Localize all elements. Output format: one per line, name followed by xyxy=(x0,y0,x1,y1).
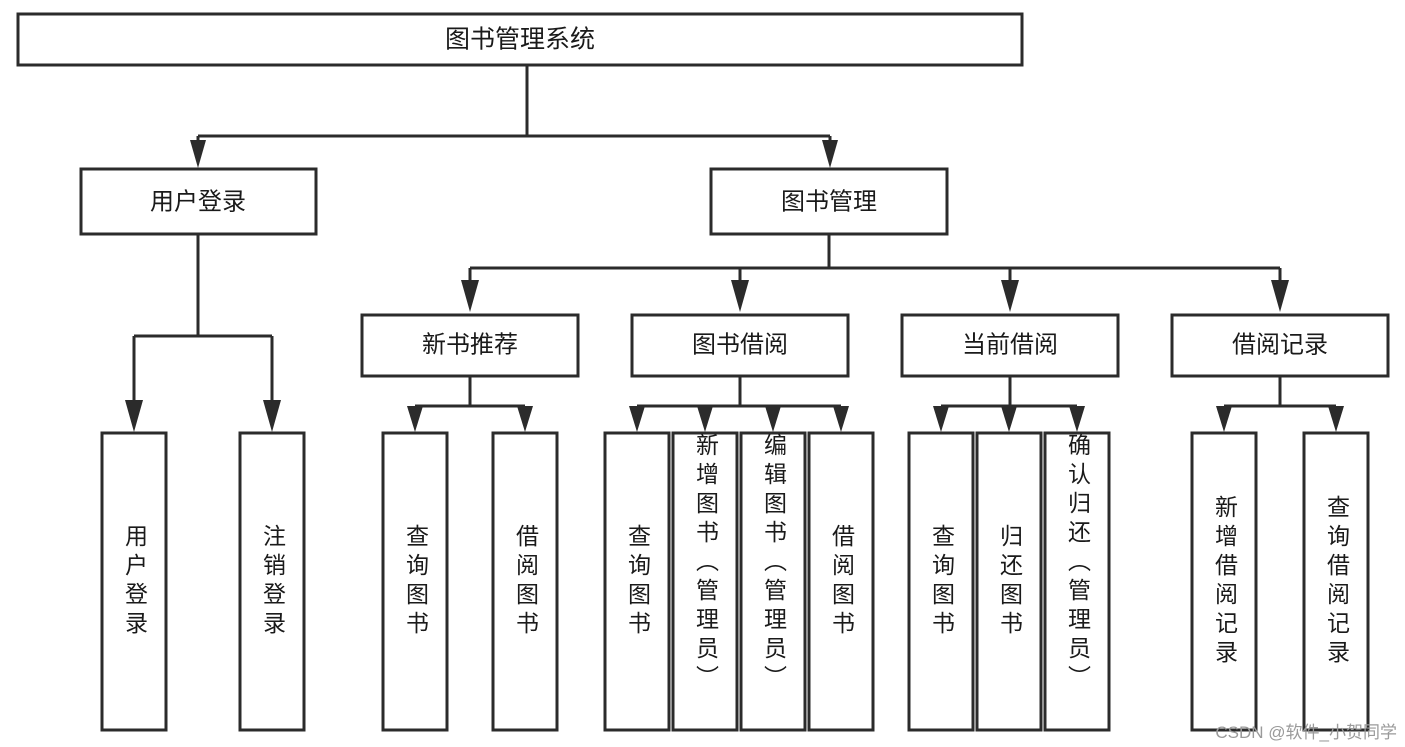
node-user-login[interactable]: 用户登录 xyxy=(79,167,318,236)
root-box xyxy=(16,12,1024,67)
leaf-box-borrow-book-1[interactable] xyxy=(491,431,559,732)
node-new-book-rec[interactable]: 新书推荐 xyxy=(360,313,580,378)
leaf-box-add-book[interactable] xyxy=(671,431,739,732)
arrowhead-leaf-query-book-3 xyxy=(933,406,949,432)
leaf-box-query-book-2[interactable] xyxy=(603,431,671,732)
arrowhead-current-borrow xyxy=(1001,280,1019,312)
leaf-box-logout[interactable] xyxy=(238,431,306,732)
book-manage-label: 图书管理 xyxy=(781,188,877,215)
arrowhead-leaf-query-book-2 xyxy=(629,406,645,432)
arrowhead-leaf-logout xyxy=(263,400,281,432)
arrowhead-leaf-add-book xyxy=(697,406,713,432)
leaf-box-query-book-3[interactable] xyxy=(907,431,975,732)
arrowhead-borrow-record xyxy=(1271,280,1289,312)
csdn-watermark: CSDN @软件_小贺同学 xyxy=(1215,723,1397,742)
arrowhead-new-book-rec xyxy=(461,280,479,312)
arrowhead-user-login xyxy=(190,140,206,168)
leaf-box-edit-book[interactable] xyxy=(739,431,807,732)
borrow-record-box xyxy=(1170,313,1390,378)
leaf-box-confirm-return[interactable] xyxy=(1043,431,1111,732)
leaf-box-return-book[interactable] xyxy=(975,431,1043,732)
current-borrow-label: 当前借阅 xyxy=(962,331,1058,358)
new-book-rec-box xyxy=(360,313,580,378)
leaf-box-add-record[interactable] xyxy=(1190,431,1258,732)
root-label: 图书管理系统 xyxy=(445,26,595,54)
arrowhead-leaf-user-login xyxy=(125,400,143,432)
leaf-box-query-record[interactable] xyxy=(1302,431,1370,732)
new-book-rec-label: 新书推荐 xyxy=(422,331,518,358)
arrowhead-book-manage xyxy=(822,140,838,168)
book-manage-box xyxy=(709,167,949,236)
arrowhead-leaf-add-record xyxy=(1216,406,1232,432)
node-borrow-record[interactable]: 借阅记录 xyxy=(1170,313,1390,378)
arrowhead-leaf-borrow-book-2 xyxy=(833,406,849,432)
node-root[interactable]: 图书管理系统 xyxy=(16,12,1024,67)
leaf-box-user-login[interactable] xyxy=(100,431,168,732)
book-borrow-label: 图书借阅 xyxy=(692,331,788,358)
node-book-manage[interactable]: 图书管理 xyxy=(709,167,949,236)
node-current-borrow[interactable]: 当前借阅 xyxy=(900,313,1120,378)
book-borrow-box xyxy=(630,313,850,378)
current-borrow-box xyxy=(900,313,1120,378)
user-login-label: 用户登录 xyxy=(150,188,246,215)
borrow-record-label: 借阅记录 xyxy=(1232,331,1328,358)
node-book-borrow[interactable]: 图书借阅 xyxy=(630,313,850,378)
arrowhead-leaf-query-record xyxy=(1328,406,1344,432)
leaf-box-borrow-book-2[interactable] xyxy=(807,431,875,732)
arrowhead-leaf-edit-book xyxy=(765,406,781,432)
arrowhead-book-borrow xyxy=(731,280,749,312)
arrowhead-leaf-query-book-1 xyxy=(407,406,423,432)
leaf-box-query-book-1[interactable] xyxy=(381,431,449,732)
arrowhead-leaf-borrow-book-1 xyxy=(517,406,533,432)
arrowhead-leaf-confirm-return xyxy=(1069,406,1085,432)
arrowhead-leaf-return-book xyxy=(1001,406,1017,432)
